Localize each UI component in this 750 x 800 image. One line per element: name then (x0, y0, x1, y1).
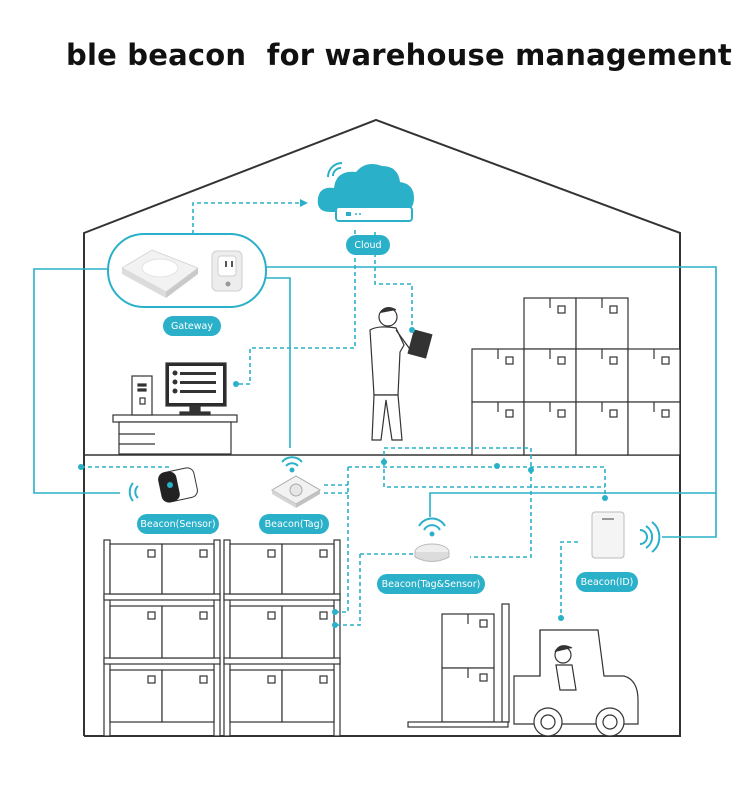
cloud-icon (317, 162, 414, 222)
gateway-icon (107, 233, 267, 308)
connection-dots (78, 199, 608, 628)
shelving-racks (103, 539, 341, 737)
beacon-tag-sensor-icon (414, 543, 450, 562)
beacon-tag-icon (271, 475, 321, 508)
connection-lines (33, 202, 717, 626)
gateway-label: Gateway (163, 316, 221, 336)
computer-workstation-icon (112, 362, 238, 455)
cloud-label: Cloud (346, 235, 390, 255)
beacon-sensor-label: Beacon(Sensor) (137, 514, 219, 534)
beacon-sensor-icon (158, 467, 198, 503)
worker-with-tablet-icon (369, 307, 433, 441)
beacon-id-icon (591, 511, 625, 559)
beacon-tag-sensor-label: Beacon(Tag&Sensor) (377, 574, 485, 594)
forklift-icon (407, 603, 639, 737)
beacon-id-label: Beacon(ID) (576, 572, 638, 592)
beacon-tag-label: Beacon(Tag) (259, 514, 329, 534)
signal-wave-icon (128, 456, 661, 553)
stacked-boxes-upper (471, 297, 681, 456)
page-title: ble beacon for warehouse management (66, 38, 732, 72)
